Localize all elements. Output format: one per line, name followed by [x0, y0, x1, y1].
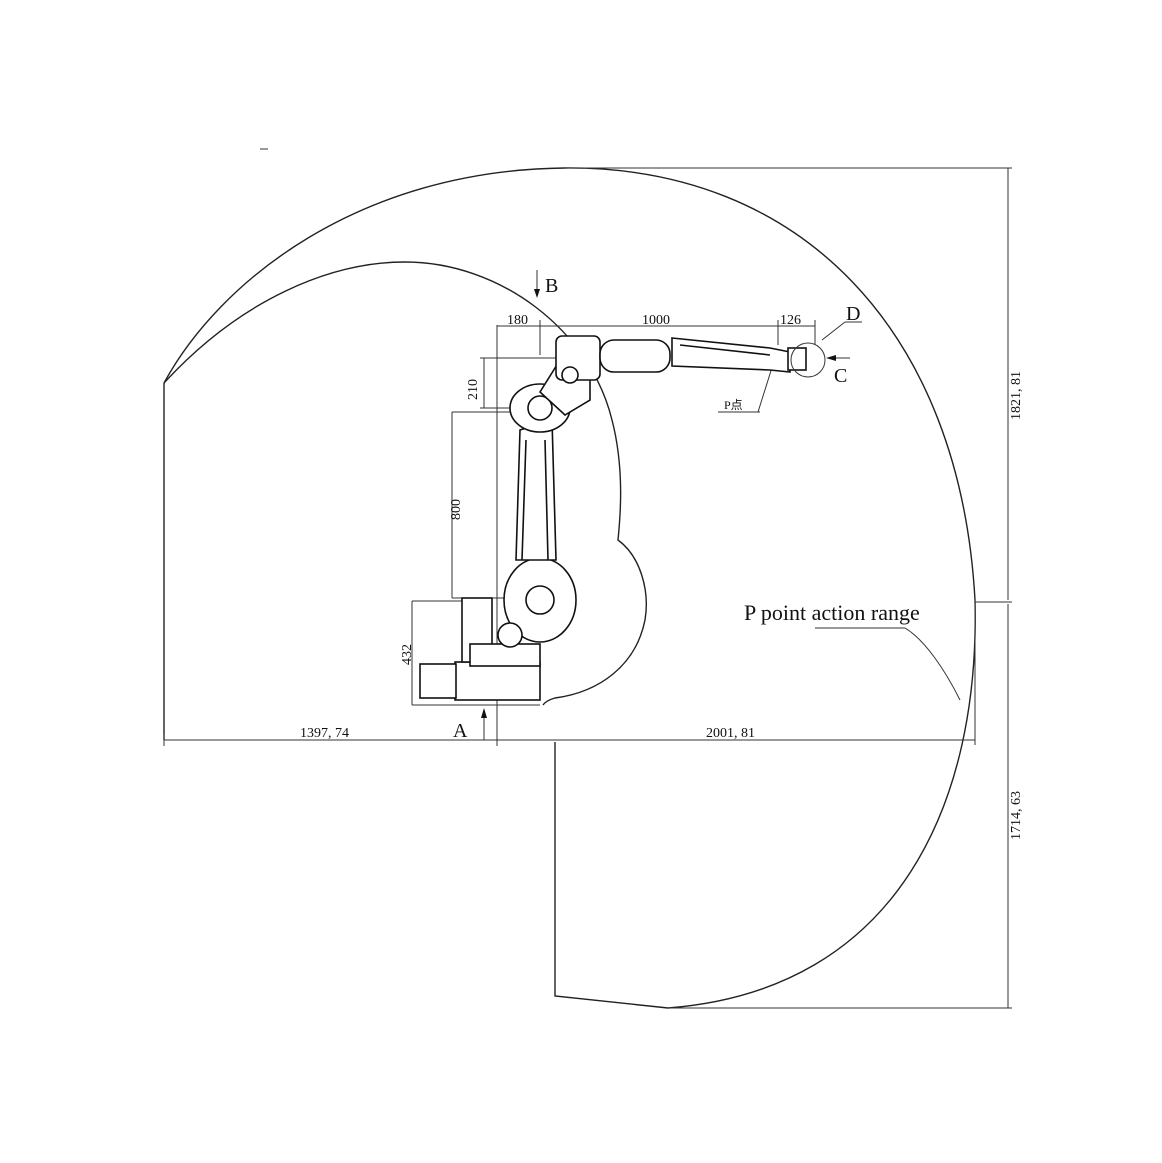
dim-lower-depth: 1714, 63 [1009, 791, 1024, 840]
dim-upper-height: 1821, 81 [1009, 371, 1024, 420]
dim-wrist-offset: 126 [780, 313, 801, 328]
dimension-lines [163, 167, 1012, 1009]
robot-arm [419, 335, 826, 701]
view-c-label: C [834, 365, 847, 387]
dim-arm-length: 1000 [642, 313, 670, 328]
view-arrow-a [481, 708, 487, 740]
range-caption-leader [815, 627, 961, 701]
view-arrow-d [821, 321, 862, 341]
view-b-label: B [545, 275, 558, 297]
view-arrow-b [534, 270, 540, 298]
dim-base-height: 432 [400, 644, 415, 665]
p-point-label: P点 [724, 398, 743, 412]
view-arrow-c [826, 355, 850, 361]
dim-upper-arm: 800 [449, 499, 464, 520]
dim-elbow-offset: 210 [466, 379, 481, 400]
view-d-label: D [846, 303, 860, 325]
dim-shoulder-offset: 180 [507, 313, 528, 328]
view-a-label: A [453, 720, 468, 742]
dim-left-reach: 1397, 74 [300, 726, 349, 741]
range-caption: P point action range [744, 600, 920, 625]
dim-right-reach: 2001, 81 [706, 726, 755, 741]
action-range-outline [163, 167, 976, 1009]
